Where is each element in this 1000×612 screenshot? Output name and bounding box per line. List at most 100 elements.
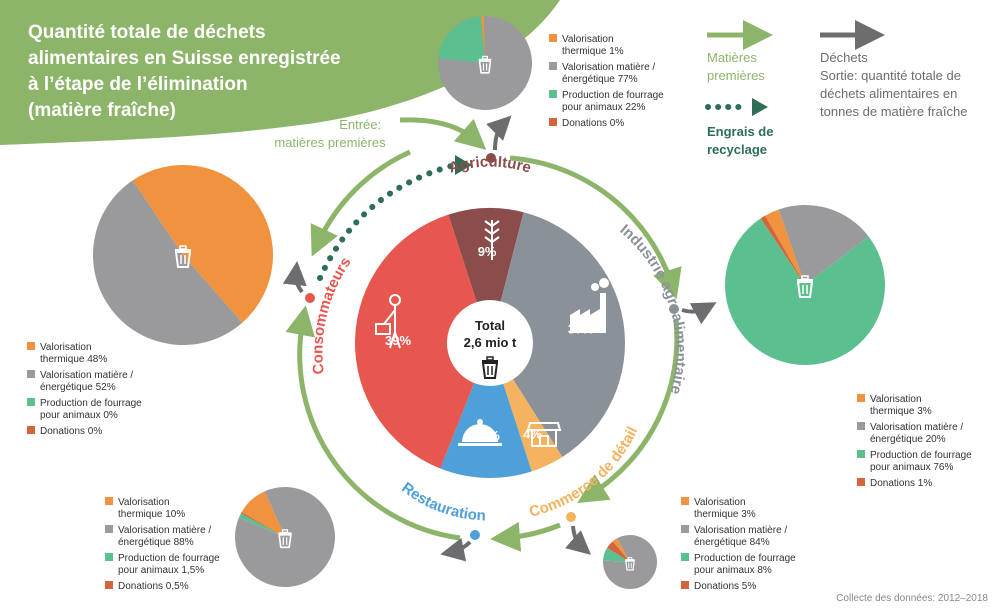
agriculture-waste-pie: [437, 16, 532, 111]
restaurants-pie-slice-1: [234, 487, 335, 587]
consumers-legend-swatch-2: [27, 398, 35, 406]
agriculture-pie-slice-0: [480, 16, 485, 63]
agriculture-legend-swatch-0: [549, 34, 557, 42]
svg-text:Entrée: matières premières: Entrée: matières premières: [274, 117, 386, 150]
person-basket-icon: [375, 294, 401, 349]
restaurants-pie-slice-2: [238, 513, 285, 537]
industry-legend-item-1: Valorisation matière /énergétique 20%: [870, 422, 963, 445]
waste-arrow-industry: [681, 302, 717, 325]
consumers-dot: [303, 291, 317, 305]
svg-text:Industrie agroalimentaire: Industrie agroalimentaire: [617, 221, 690, 396]
industry-pie-slice-2: [725, 218, 886, 365]
key-raw-materials-line-2: premières: [707, 68, 765, 83]
consumers-pie-slice-0: [132, 164, 274, 323]
retail-pie-trash-icon: [625, 556, 635, 571]
key-raw-materials-line-1: Matières: [707, 50, 757, 65]
waste-arrow-agriculture: [486, 115, 512, 151]
retail-legend-item-3: Donations 5%: [694, 581, 756, 592]
key-fertilizer-line-1: Engrais de: [707, 124, 773, 139]
restaurants-legend-item-3: Donations 0,5%: [118, 581, 189, 592]
agriculture-legend-swatch-1: [549, 62, 557, 70]
entry-arrow: [399, 117, 487, 150]
entry-label-line-1: Entrée:: [339, 117, 381, 132]
consumers-legend-swatch-0: [27, 342, 35, 350]
center-total-value: 2,6 mio t: [464, 335, 517, 350]
consumers-waste-pie: [93, 164, 274, 345]
center-total-label: Total: [475, 318, 505, 333]
retail-pie-slice-0: [612, 538, 630, 562]
consumers-legend-item-3: Donations 0%: [40, 426, 102, 437]
agriculture-legend-swatch-3: [549, 118, 557, 126]
retail-pie-slice-1: [603, 534, 658, 589]
svg-text:Consommateurs: Consommateurs: [309, 254, 354, 375]
restaurants-pie-slice-0: [241, 491, 285, 537]
retail-pie-slice-3: [607, 541, 630, 562]
stage-label-industry: Industrie agroalimentaire: [617, 221, 690, 396]
title-line-2: alimentaires en Suisse enregistrée: [28, 48, 341, 69]
svg-text:Déchets Sortie: quantité t: Déchets Sortie: quantité totale de déche…: [820, 50, 967, 119]
svg-text:Engrais de recyclage: Engrais de recyclage: [707, 124, 777, 157]
industry-legend-item-3: Donations 1%: [870, 478, 932, 489]
cycle-arrow-restaurants-consumers: [285, 305, 461, 541]
industry-pie-slice-1: [778, 205, 869, 285]
shop-icon: [526, 422, 562, 447]
industry-pie-slice-0: [765, 209, 805, 285]
industry-dot: [667, 302, 681, 316]
restaurants-pie-trash-icon: [278, 529, 292, 549]
main-pie-slice-consommateurs: [355, 214, 490, 469]
industry-legend-swatch-1: [857, 422, 865, 430]
factory-icon: [570, 278, 609, 333]
retail-legend-swatch-1: [681, 525, 689, 533]
fertilizer-arrowhead: [455, 155, 472, 175]
restaurants-pie-slice-3: [240, 512, 285, 537]
waste-arrow-consumers: [282, 261, 307, 294]
cycle-arrow-retail-restaurants: [490, 521, 561, 552]
entry-label-line-2: matières premières: [274, 135, 386, 150]
agriculture-pie-trash-icon: [478, 55, 492, 74]
title-line-3: à l’étape de l’élimination: [28, 74, 248, 95]
consumers-legend-item-1: Valorisation matière /énergétique 52%: [40, 370, 133, 393]
industry-waste-pie: [725, 205, 886, 365]
cycle-arrow-consumers-out: [310, 149, 412, 257]
waste-arrow-restaurants: [440, 537, 472, 562]
retail-waste-pie: [603, 534, 658, 589]
restaurants-dot: [468, 528, 482, 542]
restaurants-legend-swatch-1: [105, 525, 113, 533]
restaurants-waste-pie: [234, 487, 335, 587]
agriculture-dot: [484, 151, 498, 165]
retail-legend-swatch-2: [681, 553, 689, 561]
center-trash-icon: [481, 356, 499, 379]
restaurants-legend-swatch-0: [105, 497, 113, 505]
key-waste-desc-2: déchets alimentaires en: [820, 86, 957, 101]
key-waste-desc-1: Sortie: quantité totale de: [820, 68, 961, 83]
cycle-arrow-agri-industry: [509, 155, 682, 300]
consumers-pie-trash-icon: [174, 245, 192, 268]
key-waste-title: Déchets: [820, 50, 868, 65]
agriculture-pie-slice-1: [437, 16, 532, 111]
agriculture-legend-item-3: Donations 0%: [562, 118, 624, 129]
industry-pie-trash-icon: [796, 275, 814, 298]
center-hole: [447, 300, 533, 386]
cloche-icon: [458, 419, 502, 446]
svg-text:Matières premières: Matières premières: [707, 50, 765, 83]
title-line-1: Quantité totale de déchets: [28, 22, 266, 43]
cycle-arrow-industry-retail: [577, 319, 680, 503]
retail-legend-swatch-0: [681, 497, 689, 505]
agriculture-legend-item-1: Valorisation matière /énergétique 77%: [562, 62, 655, 85]
consumers-legend-swatch-3: [27, 426, 35, 434]
main-pie-chart: 9%37%4%11%39%: [355, 208, 626, 478]
retail-dot: [564, 510, 578, 524]
industry-legend-swatch-0: [857, 394, 865, 402]
